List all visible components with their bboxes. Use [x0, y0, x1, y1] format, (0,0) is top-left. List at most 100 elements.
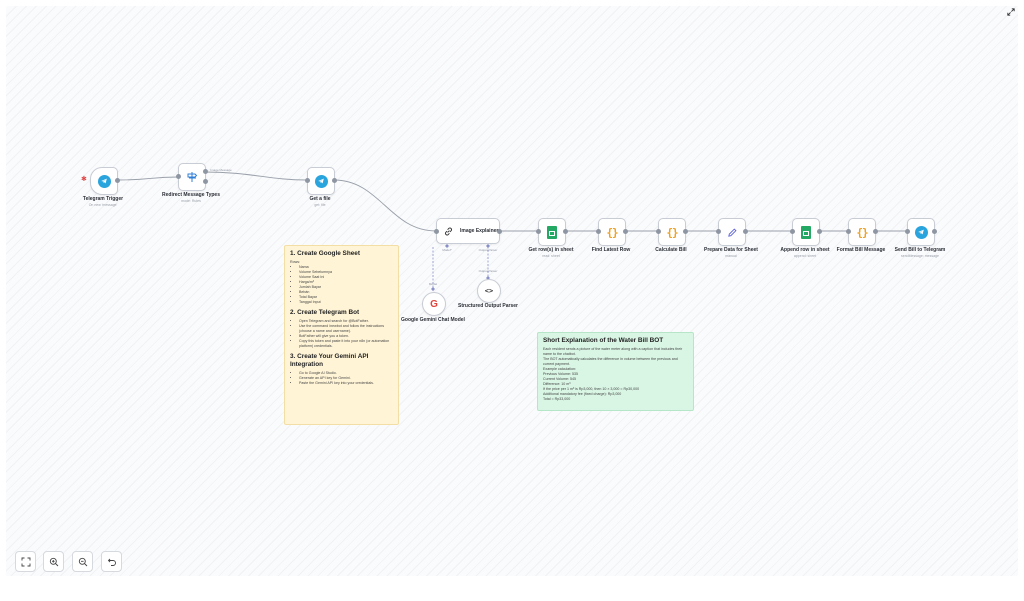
node-prepare-data-for-sheet[interactable] [716, 218, 748, 246]
port-out[interactable] [332, 178, 337, 183]
list-item: Use the command /newbot and follow the i… [299, 324, 393, 334]
note-line: Difference: 10 m³ [543, 382, 571, 386]
sticky-note-explanation[interactable]: Short Explanation of the Water Bill BOT … [537, 332, 694, 411]
node-find-latest-row[interactable]: {} [596, 218, 628, 246]
code-braces-icon: {} [856, 225, 868, 239]
telegram-icon [914, 225, 928, 239]
node-get-rows-in-sheet[interactable] [536, 218, 568, 246]
port-in[interactable] [846, 229, 851, 234]
node-sublabel: get: file [314, 203, 326, 207]
zoom-out-button[interactable] [72, 551, 93, 572]
node-label: Get row(s) in sheet [528, 247, 574, 253]
list-item: Volume Saat Ini [299, 275, 393, 280]
port-out[interactable] [563, 229, 568, 234]
node-sublabel: append: sheet [793, 254, 817, 258]
note-title: Short Explanation of the Water Bill BOT [543, 337, 664, 344]
zoom-in-button[interactable] [43, 551, 64, 572]
pencil-icon [727, 227, 737, 237]
node-append-row-in-sheet[interactable] [790, 218, 822, 246]
note-line: Additional mandatory fee (fixed charge):… [543, 392, 622, 396]
port-out[interactable] [623, 229, 628, 234]
fullscreen-toggle-button[interactable] [1005, 6, 1017, 18]
list-item: Harga/m³ [299, 280, 393, 285]
node-redirect-message-types[interactable] [176, 163, 208, 191]
node-sublabel: mode: Rules [181, 199, 201, 203]
list-item: Open Telegram and search for @BotFather. [299, 319, 393, 324]
port-in[interactable] [434, 229, 439, 234]
node-label: Prepare Data for Sheet [704, 247, 758, 253]
note-heading-telegram: 2. Create Telegram Bot [290, 309, 360, 316]
edge-label-output-parser: Output Parser [478, 248, 498, 252]
node-sublabel: read: sheet [542, 254, 560, 258]
note-rows-label: Rows: [290, 260, 300, 264]
node-get-a-file[interactable] [305, 167, 337, 195]
port-in[interactable] [176, 174, 181, 179]
fit-view-icon [21, 557, 30, 566]
google-sheets-icon [547, 225, 557, 239]
node-google-gemini-chat-model[interactable]: G [422, 292, 446, 316]
note-line: Total = Rp33,000 [543, 397, 571, 401]
node-sublabel: manual [725, 254, 737, 258]
list-item: Go to Google AI Studio. [299, 371, 393, 376]
edge-label-image-message: Image Message [210, 168, 232, 172]
note-line: Previous Volume: 535 [543, 372, 578, 376]
note-gemini-steps: Go to Google AI Studio. Generate an API … [290, 371, 393, 386]
chain-link-icon [445, 227, 452, 235]
port-out[interactable] [115, 178, 120, 183]
node-image-explainer[interactable]: Image Explainer [434, 218, 502, 244]
port-in[interactable] [596, 229, 601, 234]
list-item: Tanggal Input [299, 300, 393, 305]
list-item: Nama [299, 265, 393, 270]
reset-zoom-button[interactable] [101, 551, 122, 572]
zoom-out-icon [78, 557, 87, 566]
node-format-bill-message[interactable]: {} [846, 218, 878, 246]
sticky-note-setup[interactable]: 1. Create Google Sheet Rows: Nama Volume… [284, 245, 399, 425]
node-label: Structured Output Parser [457, 303, 518, 309]
list-item: Generate an API key for Gemini. [299, 376, 393, 381]
port-in[interactable] [656, 229, 661, 234]
node-label: Image Explainer [460, 228, 499, 234]
list-item: Total Bayar [299, 295, 393, 300]
node-label: Format Bill Message [836, 247, 886, 253]
node-label: Redirect Message Types [162, 192, 220, 198]
edge-label-model: Model* [442, 248, 452, 252]
tag-output-parser: Output Parser [478, 269, 498, 273]
port-out[interactable] [683, 229, 688, 234]
node-label: Telegram Trigger [82, 196, 124, 202]
note-line: Each resident sends a picture of the wat… [543, 347, 683, 356]
port-out[interactable] [817, 229, 822, 234]
port-in[interactable] [536, 229, 541, 234]
node-calculate-bill[interactable]: {} [656, 218, 688, 246]
fit-view-button[interactable] [15, 551, 36, 572]
node-telegram-trigger[interactable] [90, 167, 120, 195]
undo-icon [107, 558, 116, 566]
list-item: Volume Sebelumnya [299, 270, 393, 275]
port-out-2[interactable] [203, 179, 208, 184]
port-out[interactable] [497, 229, 502, 234]
port-in[interactable] [716, 229, 721, 234]
port-in[interactable] [790, 229, 795, 234]
node-send-bill-to-telegram[interactable] [905, 218, 937, 246]
code-braces-icon: {} [606, 225, 618, 239]
node-structured-output-parser[interactable]: <> [477, 279, 501, 303]
expand-icon [1007, 8, 1015, 16]
note-bot-steps: Open Telegram and search for @BotFather.… [290, 319, 393, 349]
node-label: Google Gemini Chat Model [401, 317, 465, 323]
code-brackets-icon: <> [484, 287, 494, 295]
node-label: Append row in sheet [780, 247, 830, 253]
code-braces-icon: {} [666, 225, 678, 239]
port-out[interactable] [932, 229, 937, 234]
list-item: Paste the Gemini API key into your crede… [299, 381, 393, 386]
workflow-canvas[interactable] [6, 6, 1018, 576]
tag-chat-model: Model [428, 282, 438, 286]
port-out[interactable] [873, 229, 878, 234]
port-in[interactable] [905, 229, 910, 234]
google-sheets-icon [801, 225, 811, 239]
port-in[interactable] [305, 178, 310, 183]
note-line: If the price per 1 m³ is Rp3,000, then 1… [543, 387, 640, 391]
port-out-1[interactable] [203, 169, 208, 174]
trigger-start-marker: ✱ [81, 176, 87, 183]
port-out[interactable] [743, 229, 748, 234]
node-label: Calculate Bill [655, 247, 687, 253]
telegram-icon [97, 174, 111, 188]
